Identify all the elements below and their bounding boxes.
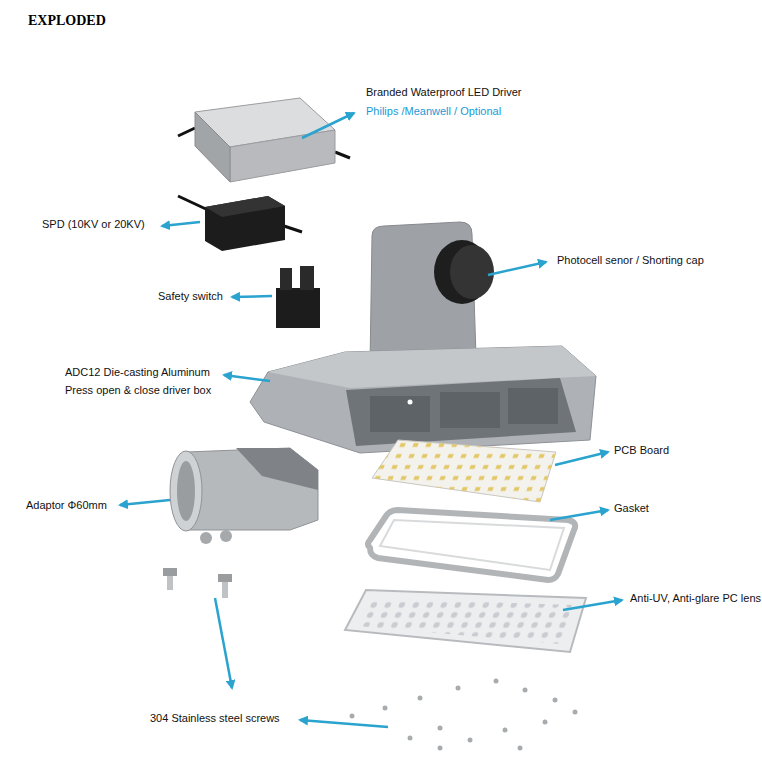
bolt-shank xyxy=(222,582,228,598)
leader-arrow xyxy=(162,222,200,226)
part-label: ADC12 Die-casting Aluminum xyxy=(65,365,210,379)
led-driver xyxy=(178,98,350,182)
switch-post xyxy=(280,268,292,290)
leader-arrow xyxy=(300,720,388,727)
adaptor-opening xyxy=(170,451,202,531)
bolt-head xyxy=(163,568,177,576)
lens-optics xyxy=(358,598,572,644)
screw xyxy=(518,746,523,751)
adaptor-bolts xyxy=(163,568,232,598)
screw xyxy=(553,698,558,703)
cavity-detail xyxy=(370,396,430,432)
pcb-leds xyxy=(372,440,556,502)
spd-top xyxy=(205,196,285,217)
part-label: Gasket xyxy=(614,501,649,515)
photocell-cap xyxy=(450,245,494,299)
safety-switch xyxy=(276,266,320,328)
switch-post xyxy=(300,266,314,290)
spd-body xyxy=(205,196,285,251)
cavity-detail xyxy=(440,392,500,428)
leader-arrow xyxy=(563,600,622,610)
part-label: Photocell senor / Shorting cap xyxy=(557,253,704,267)
adaptor-boss xyxy=(200,532,212,544)
screw xyxy=(418,696,423,701)
screw xyxy=(383,706,388,711)
adaptor-boss xyxy=(220,530,232,542)
adaptor-inner xyxy=(177,461,195,521)
part-label: Adaptor Φ60mm xyxy=(26,498,107,512)
part-label: 304 Stainless steel screws xyxy=(150,711,280,725)
leader-arrow xyxy=(488,262,546,275)
leader-arrows xyxy=(120,113,622,727)
screw xyxy=(543,720,548,725)
pcb-board xyxy=(372,440,556,502)
led-cavity xyxy=(346,378,576,446)
driver-wire xyxy=(335,152,350,158)
switch-body xyxy=(276,288,320,328)
screw xyxy=(503,728,508,733)
leader-arrow xyxy=(550,510,608,520)
part-label: Philips /Meanwell / Optional xyxy=(366,104,501,118)
part-label: PCB Board xyxy=(614,443,669,457)
aluminum-housing xyxy=(250,222,596,453)
bolt-head xyxy=(218,574,232,582)
leader-arrow xyxy=(215,598,232,688)
housing-body xyxy=(250,346,596,453)
leader-arrow xyxy=(555,452,608,465)
adaptor-body xyxy=(186,448,318,530)
gasket-ring xyxy=(368,510,575,580)
bolt-shank xyxy=(167,576,173,590)
lens-frame xyxy=(345,590,586,652)
part-label: Anti-UV, Anti-glare PC lens xyxy=(630,591,761,605)
screw xyxy=(438,746,443,751)
leader-arrow xyxy=(232,296,272,297)
screw xyxy=(438,726,443,731)
screw xyxy=(408,736,413,741)
screw xyxy=(468,738,473,743)
part-label: Branded Waterproof LED Driver xyxy=(366,85,522,99)
leader-arrow xyxy=(302,113,354,138)
pcb-plate xyxy=(372,440,556,502)
gasket-inner xyxy=(380,520,564,570)
driver-front xyxy=(230,130,335,182)
cavity-detail xyxy=(508,388,558,424)
adaptor-clamp xyxy=(236,448,318,490)
cavity-hole xyxy=(408,400,413,405)
screw xyxy=(350,714,355,719)
spd-wire xyxy=(178,196,208,210)
diagram-title: EXPLODED xyxy=(28,13,106,29)
pole-adaptor xyxy=(170,448,318,544)
screw xyxy=(573,710,578,715)
driver-wire xyxy=(178,128,195,136)
small-screws xyxy=(350,679,578,751)
leader-arrow xyxy=(120,500,170,505)
screw xyxy=(523,688,528,693)
leader-arrow xyxy=(224,375,270,381)
part-label: Safety switch xyxy=(158,289,223,303)
gasket xyxy=(368,510,575,580)
screw xyxy=(494,679,499,684)
screw xyxy=(456,686,461,691)
spd-wire xyxy=(284,226,302,232)
driver-end xyxy=(195,112,230,182)
pc-lens xyxy=(345,590,586,652)
part-label: Press open & close driver box xyxy=(65,383,211,397)
part-label: SPD (10KV or 20KV) xyxy=(42,217,145,231)
